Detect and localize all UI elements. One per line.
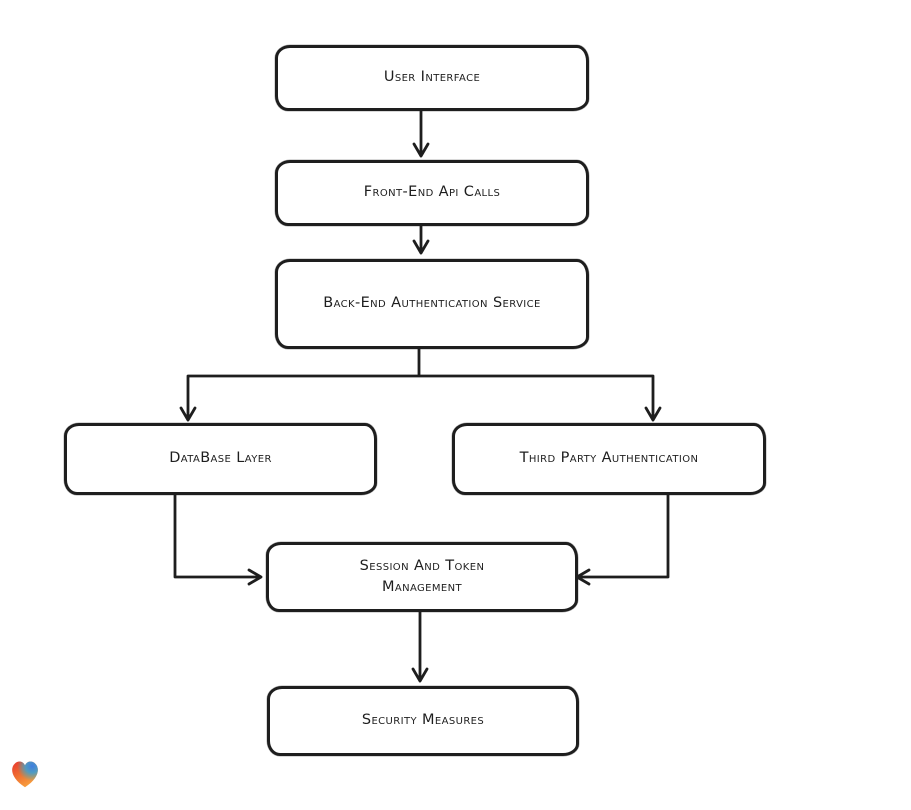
edge-ui-to-api-arrow <box>412 104 430 158</box>
node-session-and-token-management: Session And Token Management <box>266 542 578 612</box>
node-label-security-measures: Security Measures <box>361 712 485 729</box>
node-database-layer: DataBase Layer <box>64 423 377 495</box>
node-label-back-end-authentication-service: Back-End Authentication Service <box>323 295 541 312</box>
edge-session-to-security-arrow <box>411 605 429 683</box>
edge-backend-branch-arrows <box>179 342 662 422</box>
node-back-end-authentication-service: Back-End Authentication Service <box>275 259 589 349</box>
brand-logo-link[interactable] <box>8 757 42 791</box>
gradient-heart-icon <box>12 761 38 788</box>
node-label-database-layer: DataBase Layer <box>169 450 272 467</box>
node-third-party-authentication: Third Party Authentication <box>452 423 766 495</box>
edge-database-to-session-arrow <box>173 488 263 586</box>
node-label-session-and-token-management: Session And Token Management <box>359 557 485 595</box>
node-label-user-interface: User Interface <box>383 69 481 86</box>
edge-api-to-backend-arrow <box>412 219 430 255</box>
node-label-front-end-api-calls: Front-End Api Calls <box>363 184 501 201</box>
node-user-interface: User Interface <box>275 45 589 111</box>
node-security-measures: Security Measures <box>267 686 579 756</box>
edge-thirdparty-to-session-arrow <box>575 488 670 586</box>
node-label-third-party-authentication: Third Party Authentication <box>519 450 699 467</box>
node-front-end-api-calls: Front-End Api Calls <box>275 160 589 226</box>
